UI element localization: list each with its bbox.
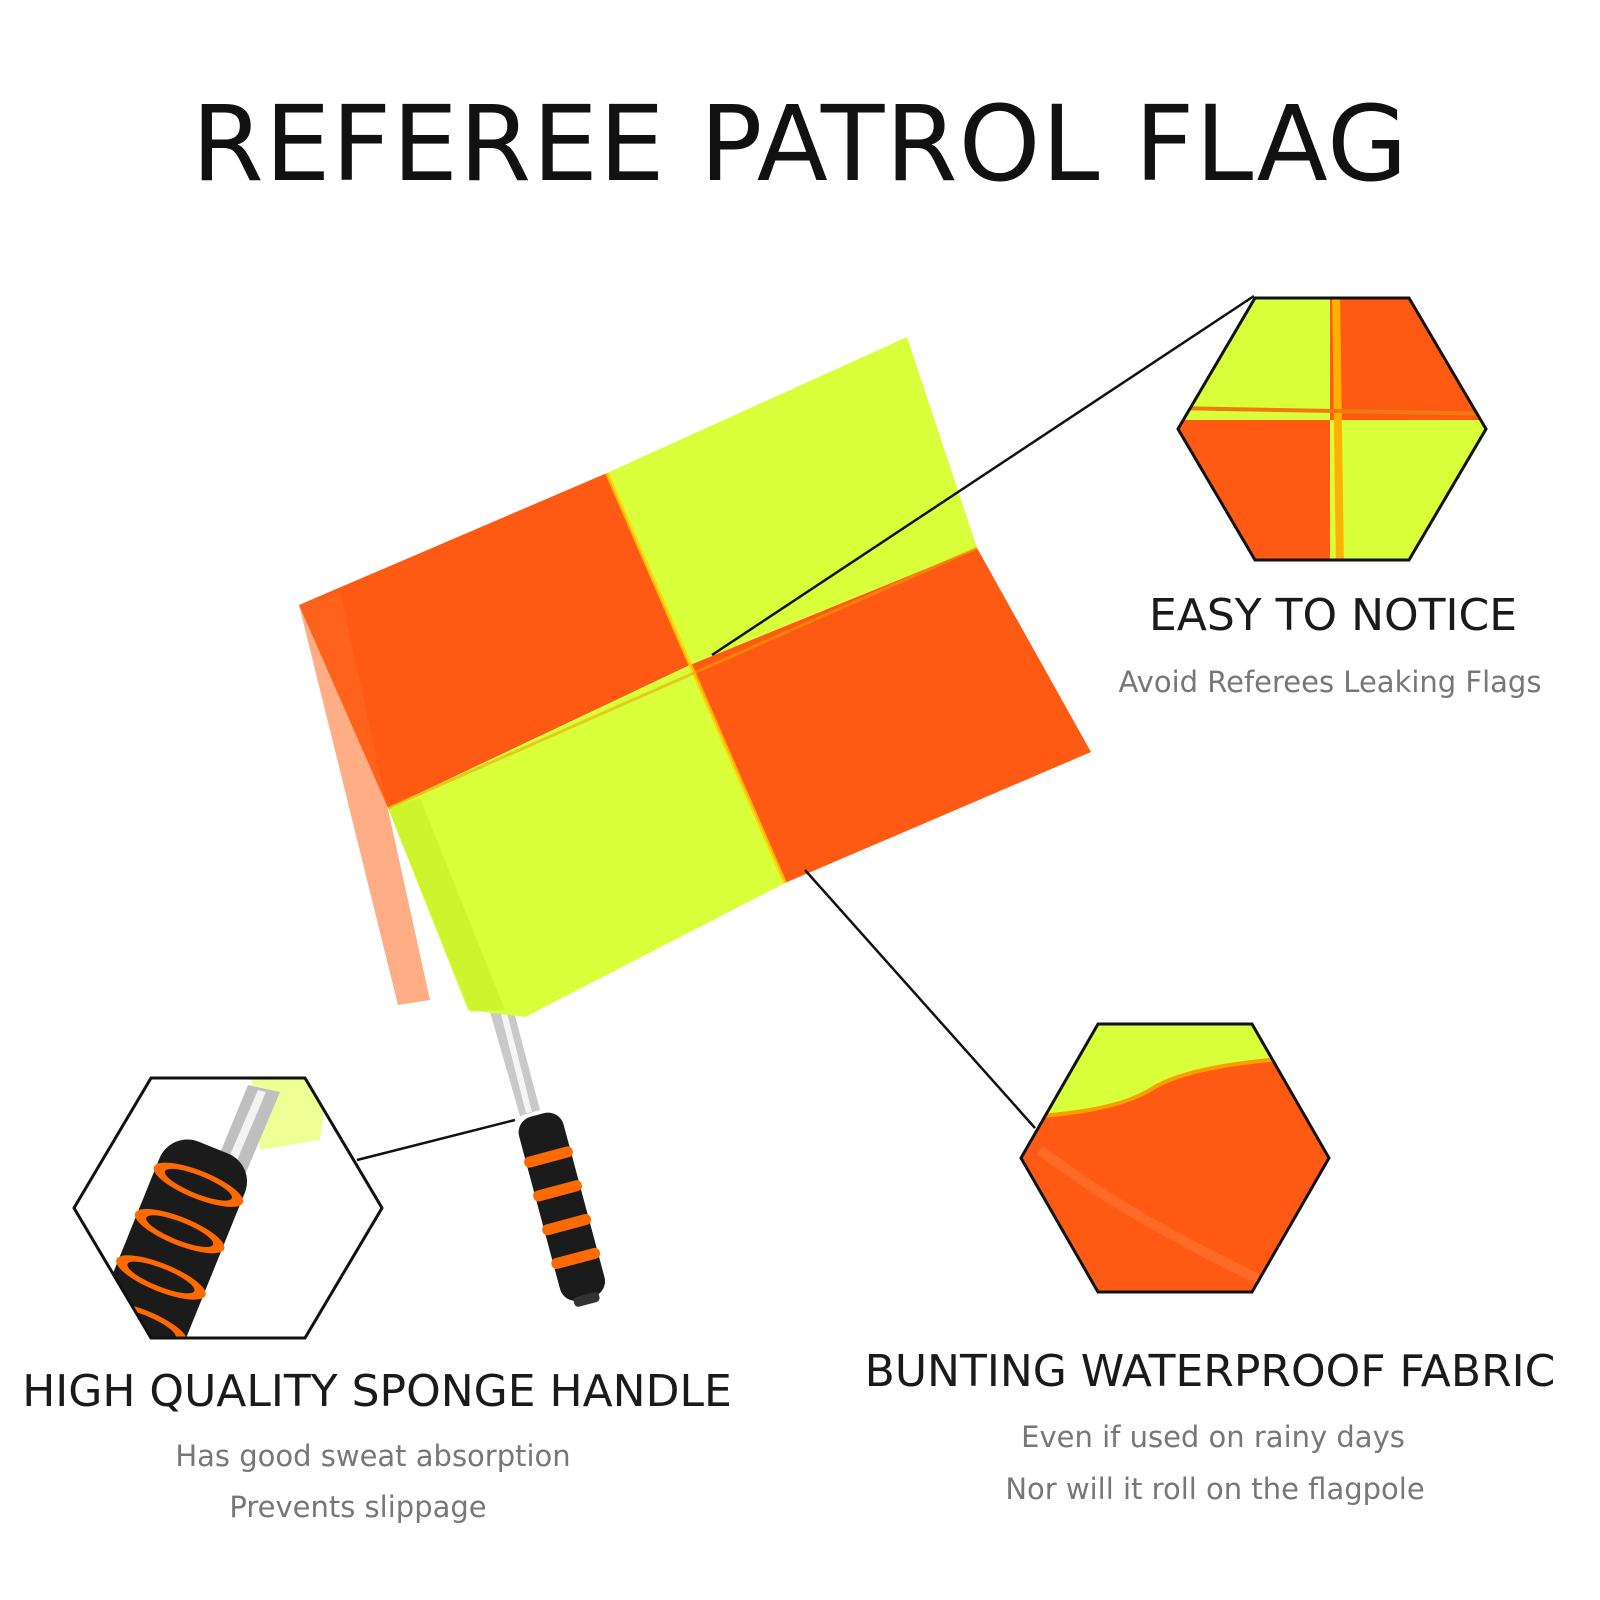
hexagon-notice-closeup xyxy=(1176,296,1488,562)
page-title: REFEREE PATROL FLAG xyxy=(191,83,1409,205)
sponge-handle xyxy=(518,1112,606,1307)
callout-line-notice xyxy=(711,294,1255,657)
hexagon-handle-closeup xyxy=(72,1076,384,1340)
handle-description-line1: Has good sweat absorption xyxy=(175,1439,571,1473)
callout-line-fabric xyxy=(804,869,1036,1129)
callout-line-handle xyxy=(356,1118,516,1162)
hexagon-fabric-closeup xyxy=(1019,1022,1331,1294)
handle-heading: HIGH QUALITY SPONGE HANDLE xyxy=(22,1366,732,1417)
flag-pole xyxy=(490,1008,540,1116)
fabric-description-line2: Nor will it roll on the flagpole xyxy=(1005,1472,1425,1506)
fabric-heading: BUNTING WATERPROOF FABRIC xyxy=(864,1346,1556,1397)
notice-heading: EASY TO NOTICE xyxy=(1148,590,1518,641)
flag-cloth xyxy=(299,337,1091,1017)
fabric-description-line1: Even if used on rainy days xyxy=(1021,1420,1405,1454)
notice-description: Avoid Referees Leaking Flags xyxy=(1118,665,1542,699)
handle-description-line2: Prevents slippage xyxy=(229,1490,487,1524)
